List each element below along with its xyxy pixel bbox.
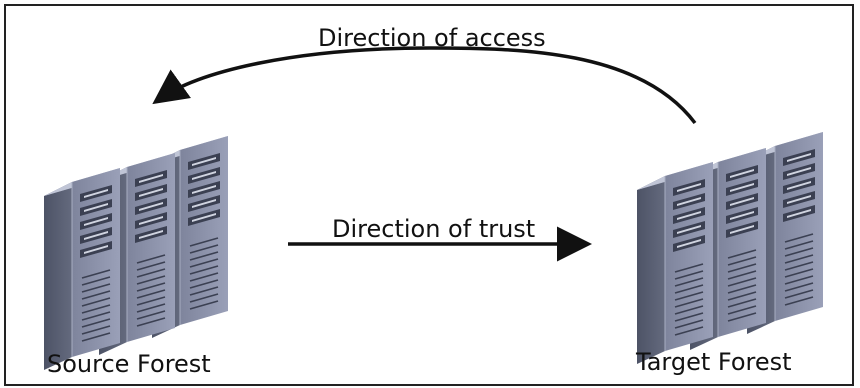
direction-of-access-label: Direction of access <box>318 24 546 52</box>
server-rack-icon <box>636 161 714 365</box>
source-forest-label: Source Forest <box>47 350 211 378</box>
access-arrow <box>152 46 697 125</box>
source-forest-servers <box>43 135 229 371</box>
server-rack-icon <box>43 167 121 371</box>
target-forest-label: Target Forest <box>636 348 792 376</box>
direction-of-trust-label: Direction of trust <box>332 215 536 243</box>
target-forest-servers <box>636 131 824 365</box>
